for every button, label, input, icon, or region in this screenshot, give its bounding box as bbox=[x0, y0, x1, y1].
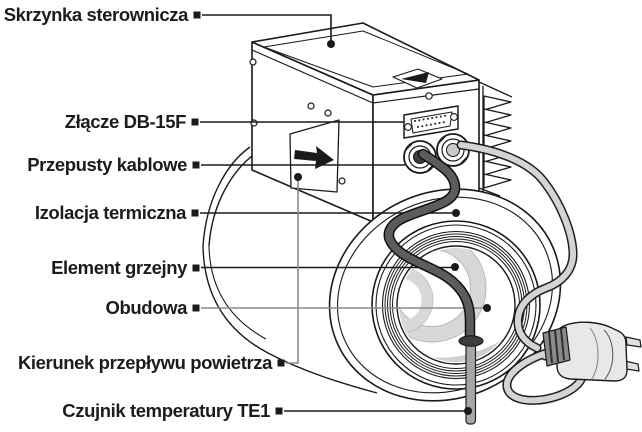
leader-dot bbox=[452, 209, 460, 217]
airflow-arrow-icon bbox=[294, 146, 334, 169]
screw bbox=[249, 58, 257, 66]
label-bullets bbox=[191, 11, 285, 415]
leader-dots bbox=[294, 40, 491, 415]
plug-pin bbox=[625, 336, 642, 348]
screw bbox=[324, 109, 332, 117]
screw bbox=[307, 102, 315, 110]
heatsink-fin bbox=[483, 173, 512, 189]
screw bbox=[250, 119, 258, 127]
leader-kierunek bbox=[286, 179, 299, 364]
duct-lower-silhouette bbox=[202, 245, 378, 394]
leader-dot bbox=[327, 40, 335, 48]
db15-dsub bbox=[410, 111, 453, 134]
power-plug bbox=[542, 321, 642, 382]
heatsink bbox=[478, 81, 513, 202]
leader-dot bbox=[483, 304, 491, 312]
label-element-grzejny: Element grzejny bbox=[51, 257, 187, 278]
leader-dot bbox=[451, 263, 459, 271]
db15-connector bbox=[403, 105, 459, 139]
label-zlacze-db15f: Złącze DB-15F bbox=[64, 111, 187, 132]
airflow-sticker bbox=[289, 119, 340, 193]
duct-back-flange bbox=[202, 146, 378, 394]
label-bullet bbox=[277, 359, 285, 367]
label-przepusty-kablowe: Przepusty kablowe bbox=[27, 154, 187, 175]
control-box bbox=[249, 22, 513, 223]
label-bullet bbox=[275, 407, 283, 415]
db15-screw bbox=[404, 123, 412, 131]
heatsink-fin bbox=[483, 108, 512, 124]
screw bbox=[425, 92, 433, 100]
label-bullet bbox=[193, 11, 201, 19]
leader-dot bbox=[464, 407, 472, 415]
screw bbox=[338, 177, 346, 185]
heatsink-fin bbox=[483, 95, 512, 111]
probe-grommet bbox=[458, 335, 484, 347]
label-skrzynka-sterownicza: Skrzynka sterownicza bbox=[3, 4, 189, 25]
warning-triangle-icon bbox=[401, 72, 429, 83]
heatsink-fin bbox=[483, 134, 512, 150]
label-bullet bbox=[192, 161, 200, 169]
label-bullet bbox=[191, 118, 199, 126]
db15-screw bbox=[450, 113, 458, 121]
box-lid-seam bbox=[263, 30, 469, 88]
heatsink-fin bbox=[483, 121, 512, 137]
leader-skrzynka bbox=[202, 14, 332, 44]
sensor-cable bbox=[383, 148, 476, 344]
label-obudowa: Obudowa bbox=[105, 297, 188, 318]
leader-lines bbox=[191, 11, 484, 415]
db15-pins bbox=[414, 114, 447, 128]
temperature-probe bbox=[458, 335, 484, 425]
label-czujnik-temperatury: Czujnik temperatury TE1 bbox=[62, 400, 270, 421]
label-kierunek-przeplywu: Kierunek przepływu powietrza bbox=[17, 352, 272, 373]
label-izolacja-termiczna: Izolacja termiczna bbox=[34, 202, 187, 223]
label-bullet bbox=[192, 264, 200, 272]
plug-strain-relief bbox=[542, 326, 571, 367]
label-bullet bbox=[191, 209, 199, 217]
warning-sticker bbox=[392, 68, 443, 89]
box-lid-rim bbox=[251, 49, 480, 104]
label-bullet bbox=[192, 304, 200, 312]
leader-dot bbox=[294, 173, 302, 181]
heatsink-fin bbox=[483, 160, 512, 176]
